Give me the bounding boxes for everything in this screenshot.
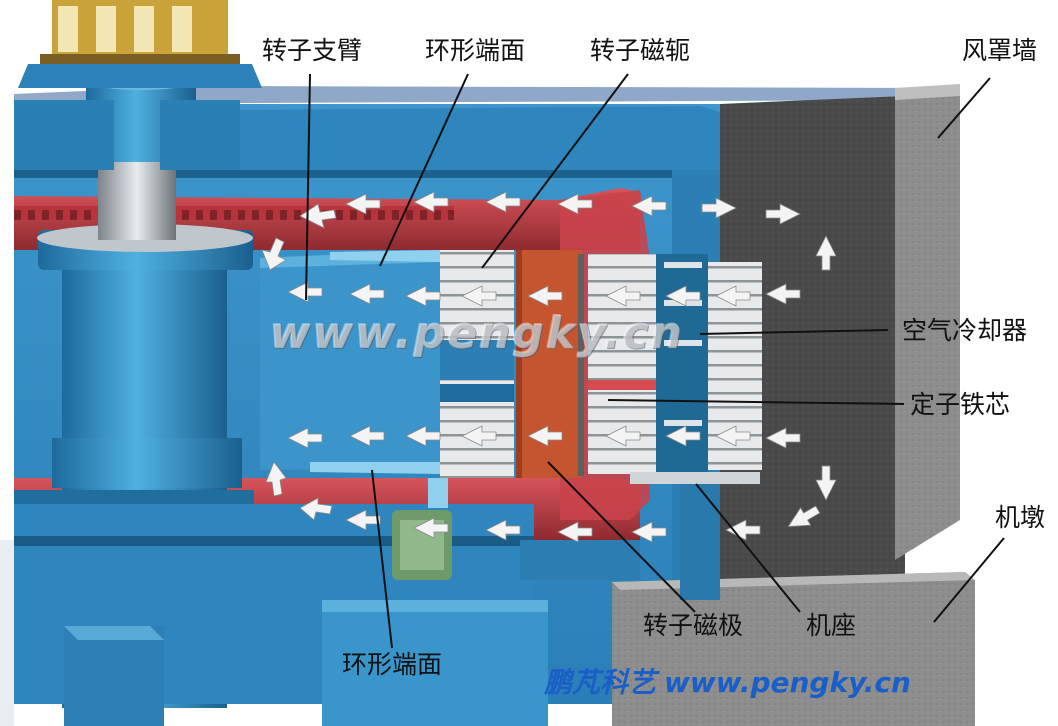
leader-foundation-pier [933,537,1005,623]
label-stator-core: 定子铁芯 [910,390,1011,419]
label-ring-end-face-top: 环形端面 [425,36,526,65]
leader-lines [305,73,1005,649]
top-cover-plate [14,86,950,104]
watermark: www.pengky.cn [270,308,685,359]
label-rotor-yoke: 转子磁轭 [590,36,691,65]
wind-shroud-wall [895,88,960,560]
leader-ring-end-face-bottom [371,469,393,649]
brand-name: 鹏芃科艺 [544,666,657,699]
rotor-arm [260,250,440,470]
label-rotor-arm: 转子支臂 [262,36,363,65]
leader-stator-core [607,399,905,405]
leader-stator-frame [695,483,801,613]
brand-url: www.pengky.cn [664,666,911,699]
label-wind-shroud-wall: 风罩墙 [962,36,1038,65]
label-stator-frame: 机座 [806,611,857,640]
label-foundation-pier: 机墩 [995,503,1046,532]
leader-rotor-pole [547,461,696,613]
label-rotor-pole: 转子磁极 [643,611,744,640]
rotor-pole [516,250,582,478]
airflow-arrows [261,191,837,543]
leader-ring-end-face-top [379,73,469,267]
leader-wind-shroud-wall [937,77,991,139]
foundation-pier [612,572,975,726]
leader-rotor-arm [305,73,311,301]
leader-air-cooler [699,329,889,335]
leader-rotor-yoke [481,73,629,269]
label-ring-end-face-bottom: 环形端面 [342,650,443,679]
ring-end-face-bottom-plate [310,462,440,474]
label-air-cooler: 空气冷却器 [902,316,1028,345]
